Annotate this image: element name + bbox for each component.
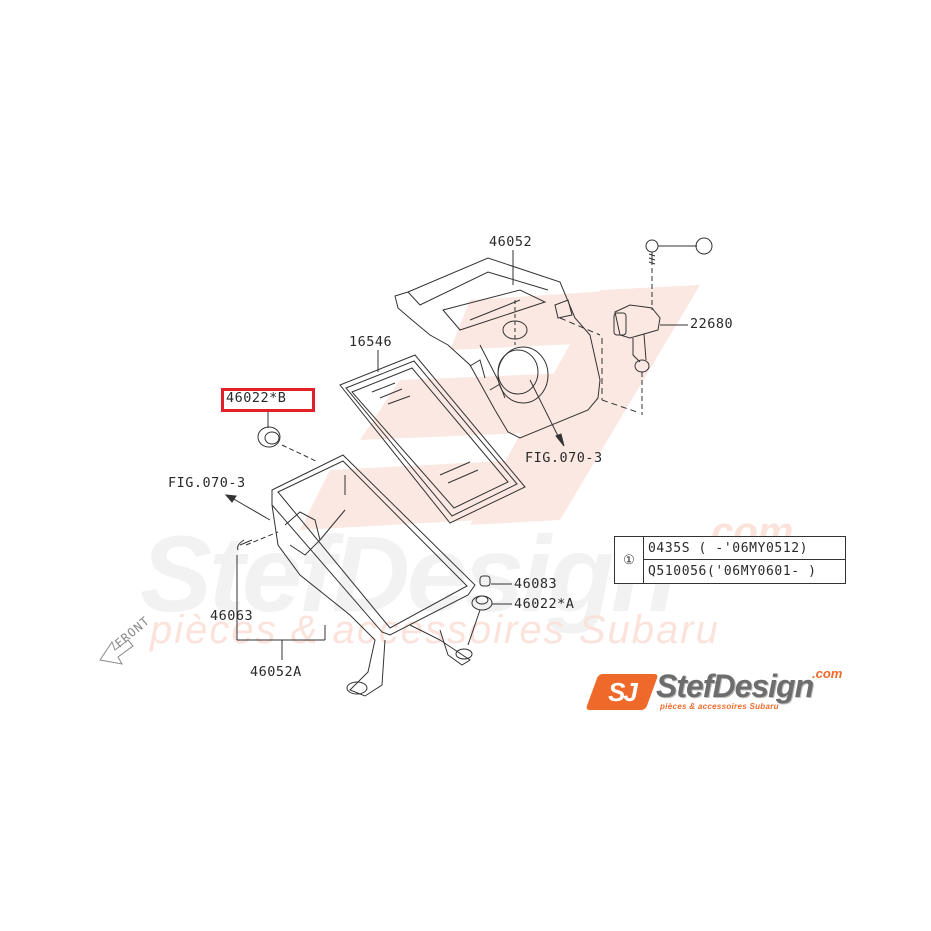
part-label-46052[interactable]: 46052 (489, 234, 533, 250)
fastener-legend-table: ① 0435S ( -'06MY0512) Q510056('06MY0601-… (614, 536, 846, 584)
figure-reference-left[interactable]: FIG.070-3 (168, 475, 246, 491)
watermark-tagline: pièces & accessoires Subaru (150, 608, 720, 652)
watermark-brand-name: StefDesign (140, 513, 677, 634)
logo-domain: .com (812, 666, 843, 681)
part-label-46063[interactable]: 46063 (210, 608, 254, 624)
logo-badge-text: SJ (608, 677, 636, 707)
front-arrow-drawing (99, 639, 134, 665)
logo-badge: SJ (585, 674, 659, 710)
highlight-box (221, 388, 315, 412)
legend-callout-symbol: ① (615, 537, 644, 583)
figure-reference-right[interactable]: FIG.070-3 (525, 450, 603, 466)
part-label-22680[interactable]: 22680 (690, 316, 734, 332)
legend-row: Q510056('06MY0601- ) (648, 564, 817, 579)
filter-element-16546-drawing (339, 350, 526, 524)
legend-row: 0435S ( -'06MY0512) (644, 537, 845, 560)
logo-tagline: pièces & accessoires Subaru (660, 702, 779, 711)
part-label-46052a[interactable]: 46052A (250, 664, 302, 680)
part-label-16546[interactable]: 16546 (349, 334, 393, 350)
upper-case-46052-drawing (394, 250, 641, 447)
cushion-grommet-drawing (467, 575, 512, 646)
lower-case-46052a-drawing (224, 454, 476, 697)
grommet-46022b-drawing (257, 412, 319, 463)
part-label-46022a[interactable]: 46022*A (514, 596, 575, 612)
maf-sensor-22680-drawing (613, 237, 713, 415)
part-label-46022b[interactable]: 46022*B (226, 390, 287, 406)
part-label-46083[interactable]: 46083 (514, 576, 558, 592)
logo-brand-name: StefDesign (656, 668, 814, 704)
stefdesign-logo[interactable]: SJ StefDesign .com pièces & accessoires … (585, 666, 850, 712)
